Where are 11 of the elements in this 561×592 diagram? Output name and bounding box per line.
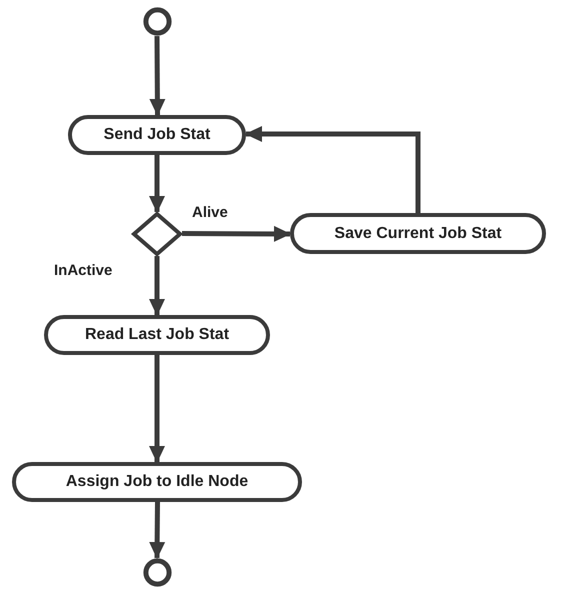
arrow — [149, 36, 166, 116]
action-node: Read Last Job Stat — [44, 315, 270, 355]
arrow — [149, 502, 166, 559]
arrow — [149, 155, 165, 213]
arrow — [149, 355, 165, 463]
action-node: Save Current Job Stat — [290, 213, 546, 254]
arrow — [182, 226, 291, 242]
arrow — [149, 256, 165, 316]
action-node: Assign Job to Idle Node — [12, 462, 302, 502]
action-node: Send Job Stat — [68, 115, 246, 155]
arrow — [245, 126, 420, 213]
